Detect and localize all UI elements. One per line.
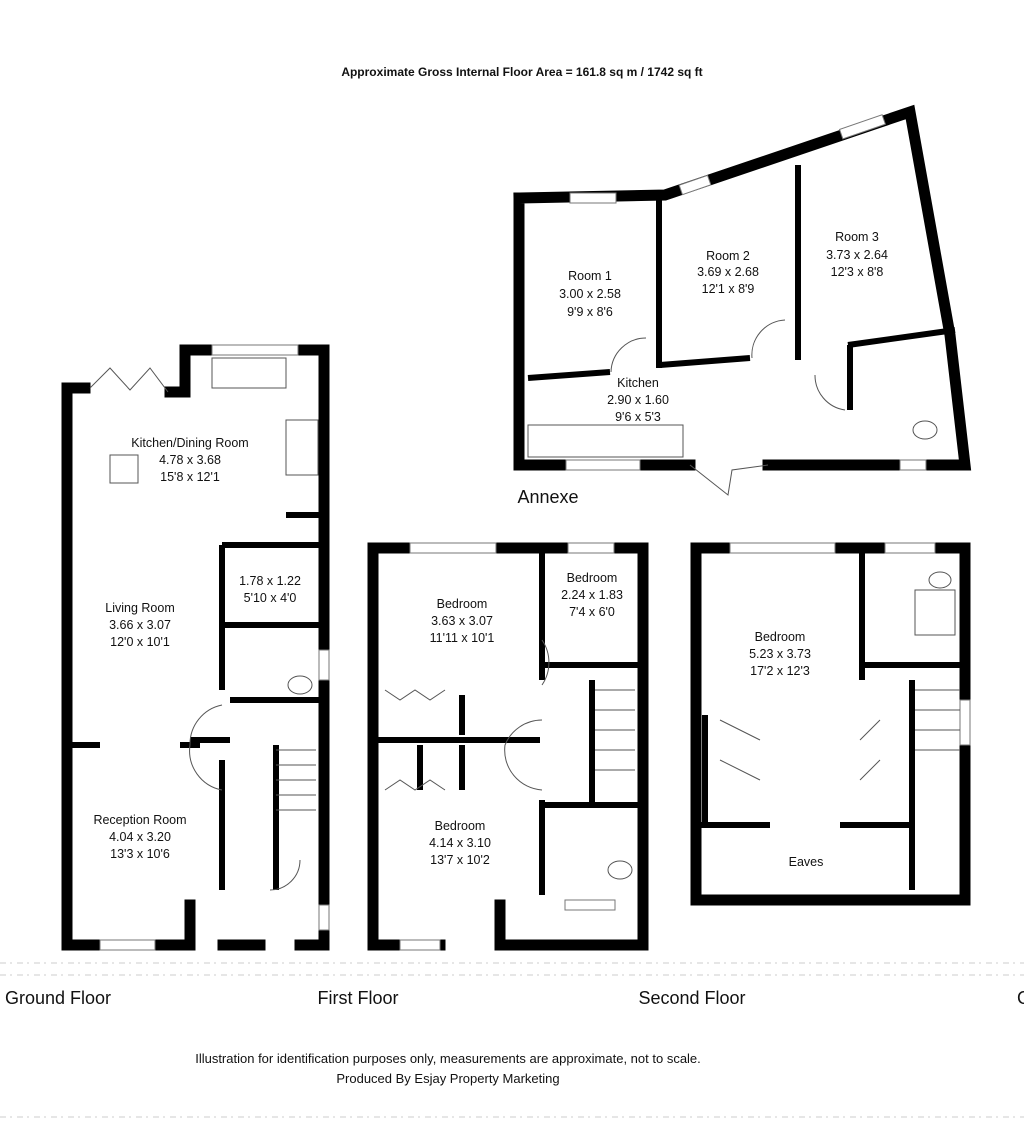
floor-area-title: Approximate Gross Internal Floor Area = …	[341, 65, 702, 79]
partial-floor-label: G	[1017, 988, 1024, 1008]
room-label: Eaves	[789, 855, 824, 869]
producer-credit: Produced By Esjay Property Marketing	[336, 1071, 559, 1086]
ground-floor-label: Ground Floor	[5, 988, 111, 1008]
first-floor-label: First Floor	[318, 988, 399, 1008]
disclaimer-text: Illustration for identification purposes…	[195, 1051, 701, 1066]
annexe-label: Annexe	[517, 487, 578, 507]
second-floor-label: Second Floor	[638, 988, 745, 1008]
